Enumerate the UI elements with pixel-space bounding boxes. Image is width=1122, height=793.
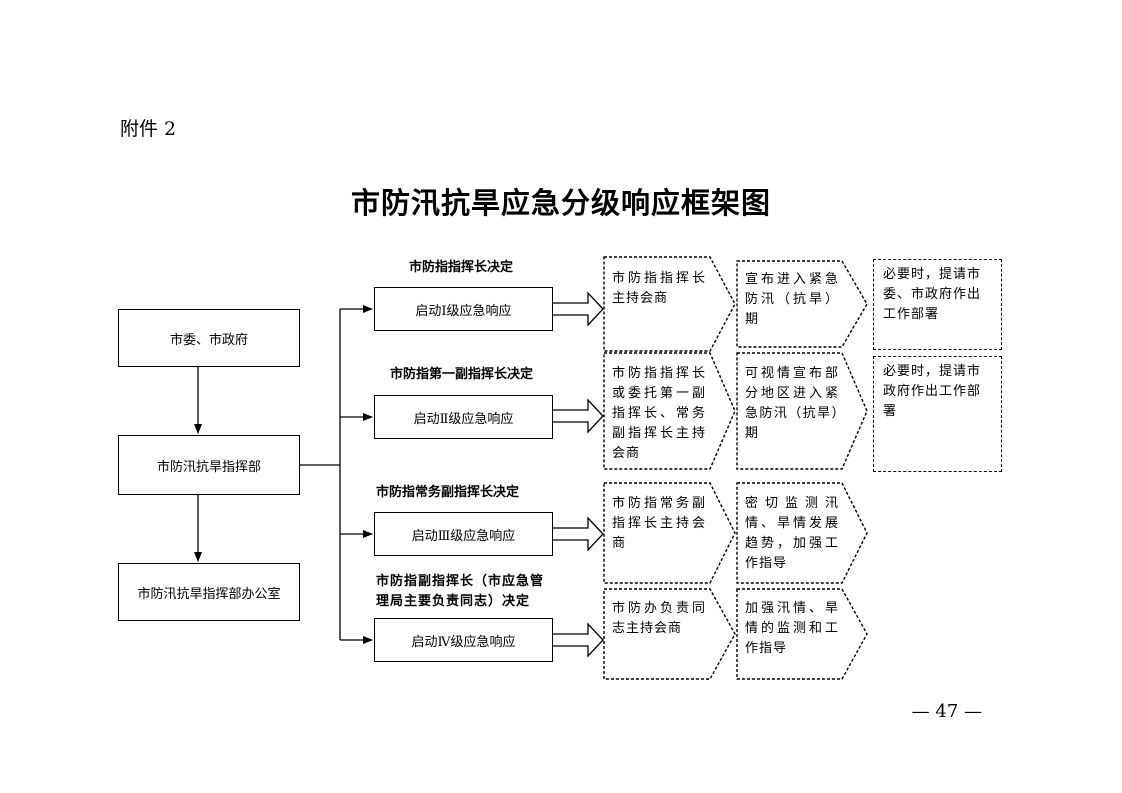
- action-level-4: 加强汛情、旱情的监测和工作指导: [745, 601, 839, 656]
- response-level-3: 启动Ⅲ级应急响应: [374, 512, 553, 556]
- host-shape-3: [603, 482, 736, 584]
- action-shape-1: [736, 260, 868, 348]
- response-level-2: 启动Ⅱ级应急响应: [374, 395, 553, 439]
- block-arrow-4: [553, 622, 604, 658]
- response-level-1: 启动Ⅰ级应急响应: [374, 287, 553, 331]
- extra-level-1: 必要时，提请市委、市政府作出工作部署: [873, 259, 1002, 350]
- city-gov-box: 市委、市政府: [118, 309, 300, 367]
- page-number: — 47 —: [911, 701, 982, 722]
- block-arrow-2: [553, 398, 604, 434]
- host-level-4: 市防办负责同志主持会商: [612, 601, 706, 636]
- action-level-2: 可视情宣布部分地区进入紧急防汛（抗旱）期: [745, 366, 839, 441]
- extra-level-2: 必要时，提请市政府作出工作部署: [873, 356, 1002, 472]
- decision-level-2: 市防指第一副指挥长决定: [390, 367, 534, 382]
- decision-level-4-line2: 理局主要负责同志）决定: [376, 594, 531, 609]
- decision-level-4-line1: 市防指副指挥长（市应急管: [376, 574, 545, 589]
- action-shape-2: [736, 352, 868, 470]
- host-shape-2: [603, 352, 736, 470]
- attachment-label: 附件 2: [120, 118, 177, 140]
- response-level-4: 启动Ⅳ级应急响应: [374, 618, 553, 662]
- action-shape-4: [736, 588, 868, 680]
- host-shape-1: [603, 256, 736, 352]
- action-shape-3: [736, 482, 868, 584]
- page-title: 市防汛抗旱应急分级响应框架图: [350, 186, 771, 220]
- host-level-3: 市防指常务副指挥长主持会商: [612, 496, 706, 551]
- hq-box: 市防汛抗旱指挥部: [118, 435, 300, 495]
- host-level-2: 市防指指挥长或委托第一副指挥长、常务副指挥长主持会商: [612, 366, 706, 461]
- block-arrow-3: [553, 516, 604, 552]
- action-level-1: 宣布进入紧急防汛（抗旱）期: [745, 272, 839, 327]
- block-arrow-1: [553, 291, 604, 327]
- decision-level-3: 市防指常务副指挥长决定: [376, 485, 520, 500]
- host-level-1: 市防指指挥长主持会商: [612, 271, 706, 306]
- office-box: 市防汛抗旱指挥部办公室: [118, 563, 300, 621]
- decision-level-1: 市防指指挥长决定: [409, 260, 514, 275]
- action-level-3: 密切监测汛情、旱情发展趋势，加强工作指导: [745, 496, 839, 571]
